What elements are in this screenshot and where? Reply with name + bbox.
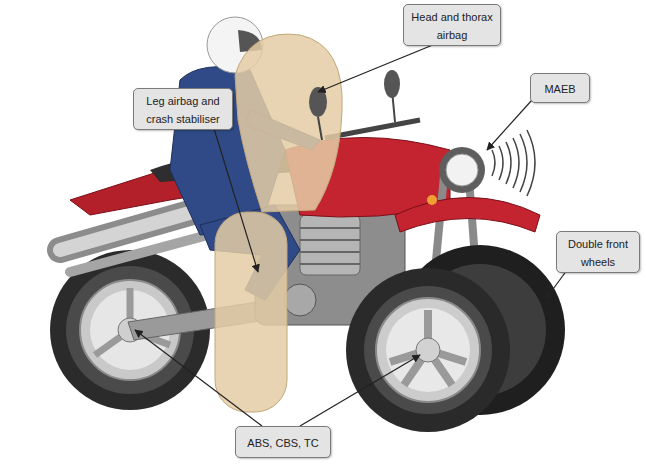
callout-text-group: Leg airbag and crash stabiliser (138, 91, 228, 127)
callout-box: Double front wheels (556, 231, 640, 273)
headlight (427, 147, 485, 205)
callout-box: Leg airbag and crash stabiliser (133, 88, 233, 130)
leader-lines (135, 42, 570, 426)
front-fender (395, 198, 540, 233)
callout-box: ABS, CBS, TC (235, 426, 331, 458)
callout-text-group: MAEB (544, 79, 575, 97)
callout-box: MAEB (530, 73, 590, 103)
callout-box: Head and thorax airbag (403, 4, 501, 46)
callout-text: Head and thorax airbag (411, 11, 492, 41)
callout-text: Double front wheels (568, 238, 628, 268)
callout-text-group: ABS, CBS, TC (247, 433, 318, 451)
front-wheel (346, 268, 510, 432)
thorax-airbag (235, 34, 342, 212)
radar-waves (492, 130, 535, 196)
callout-text-group: Head and thorax airbag (408, 7, 496, 43)
callout-text-group: Double front wheels (561, 234, 635, 270)
callout-text: Leg airbag and crash stabiliser (146, 95, 219, 125)
leg-airbag (215, 212, 287, 412)
callout-text: ABS, CBS, TC (247, 437, 318, 449)
callout-text: MAEB (544, 83, 575, 95)
